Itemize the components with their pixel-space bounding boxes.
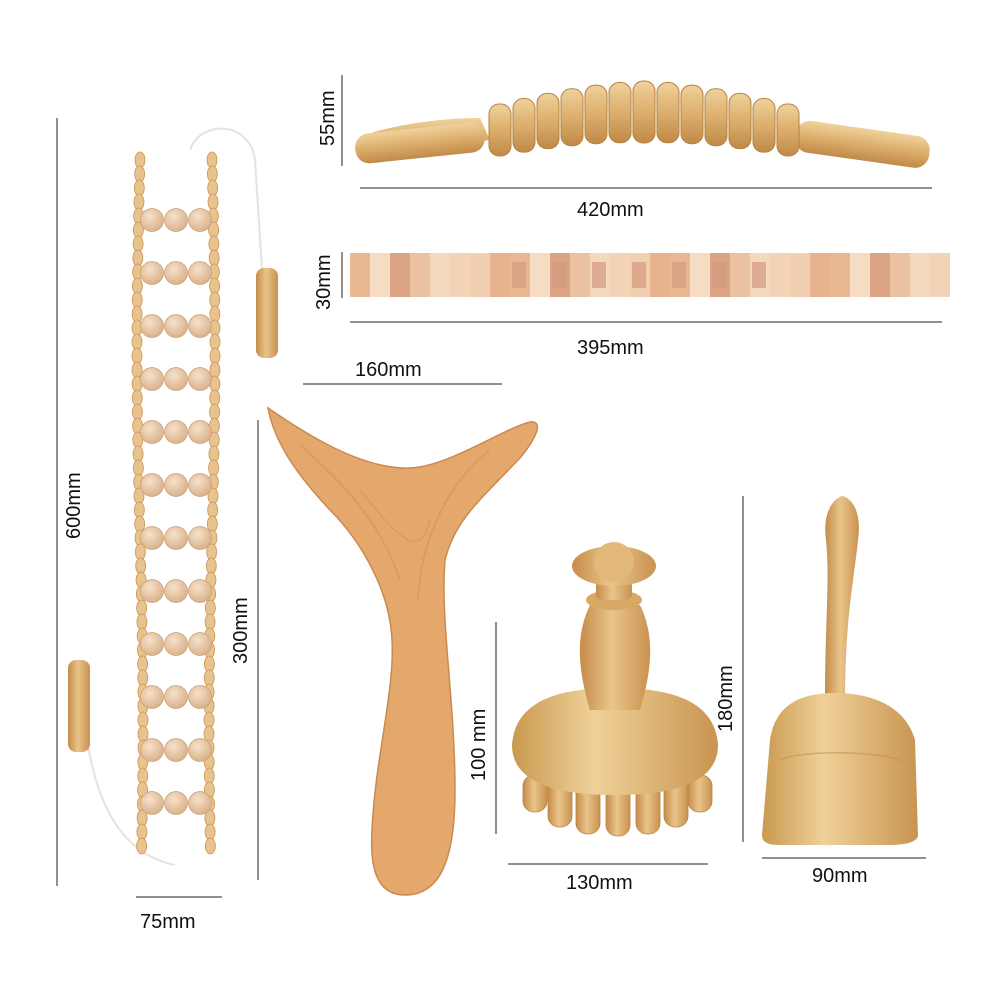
belt-roller-image	[68, 127, 278, 866]
dimension-label-130mm: 130mm	[566, 872, 633, 894]
dimension-label-180mm: 180mm	[715, 665, 737, 732]
dimension-label-55mm: 55mm	[317, 90, 339, 146]
dimension-label-395mm: 395mm	[577, 337, 644, 359]
dimension-label-600mm: 600mm	[63, 472, 85, 539]
scraper-paddle-image	[266, 406, 539, 896]
mushroom-massager-image	[512, 542, 718, 837]
dimension-label-160mm: 160mm	[355, 359, 422, 381]
wooden-cup-image	[762, 496, 918, 845]
dimension-label-300mm: 300mm	[230, 597, 252, 664]
long-roller-image	[355, 80, 930, 168]
dimension-label-30mm: 30mm	[313, 254, 335, 310]
dimension-lines	[56, 75, 942, 898]
dimension-label-100mm: 100 mm	[468, 708, 490, 781]
dimension-label-90mm: 90mm	[812, 865, 868, 887]
dimension-label-420mm: 420mm	[577, 199, 644, 221]
blurred-stick-image	[350, 253, 950, 297]
dimension-label-75mm: 75mm	[140, 911, 196, 933]
